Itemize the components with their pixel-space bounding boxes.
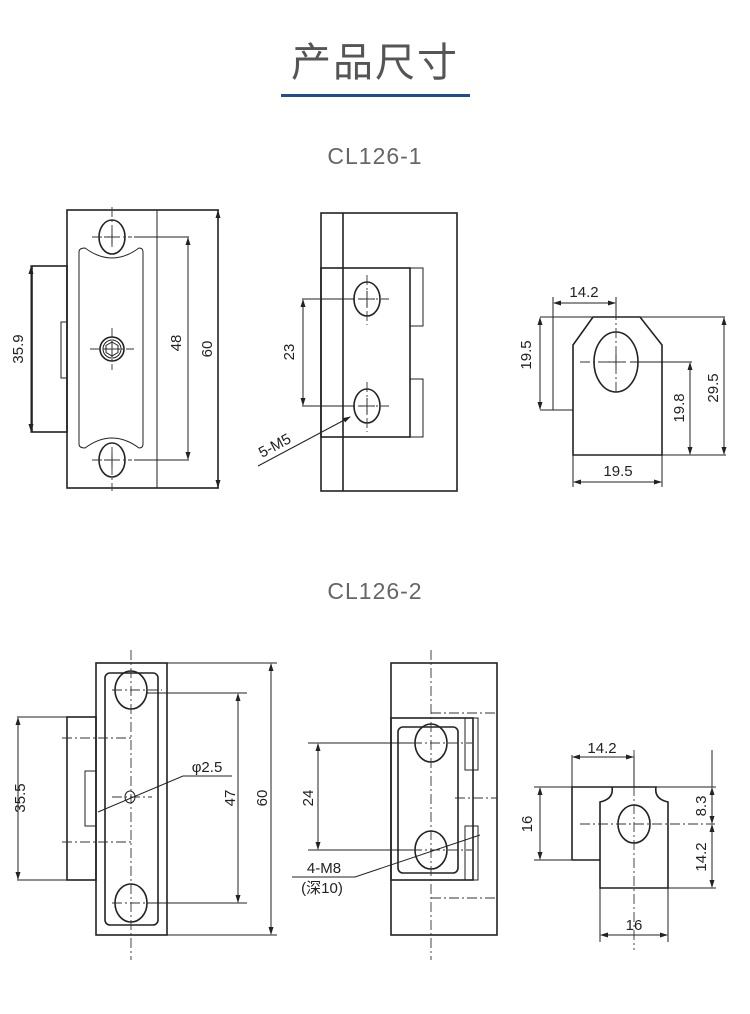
thread-depth: (深10)	[301, 880, 343, 897]
dim-center-height: 19.8	[671, 393, 688, 422]
dim-top-width: 14.2	[569, 284, 598, 301]
dim-top-width: 14.2	[587, 740, 616, 757]
dim-flange-height: 35.9	[10, 334, 27, 363]
model-label-cl126-2: CL126-2	[327, 578, 423, 604]
page-title: 产品尺寸	[291, 40, 459, 86]
dim-hole-pitch: 48	[168, 335, 185, 352]
dim-bottom-width: 19.5	[603, 463, 632, 480]
title-underline	[281, 94, 470, 97]
cl126-2-front-view: 35.5 φ2.5 47 60	[12, 650, 277, 960]
dim-pin-diameter: φ2.5	[192, 759, 223, 776]
dim-bottom-width: 16	[626, 917, 643, 934]
dim-overall-height: 29.5	[705, 373, 722, 402]
dim-hole-spacing: 23	[281, 344, 298, 361]
thread-callout: 4-M8	[307, 860, 341, 877]
dim-upper-height: 8.3	[693, 796, 710, 817]
cl126-2-top-view: 14.2 16 8.3 14.2 16	[519, 740, 716, 950]
cl126-2-side-view: 24 4-M8 (深10)	[292, 650, 498, 960]
dim-flange-height: 35.5	[12, 783, 29, 812]
dim-total-height: 60	[254, 790, 271, 807]
dim-left-height: 19.5	[518, 340, 535, 369]
dim-left-height: 16	[519, 816, 536, 833]
cl126-1-side-view: 23 5-M5	[256, 212, 458, 492]
dim-total-height: 60	[199, 341, 216, 358]
dim-hole-pitch: 47	[222, 790, 239, 807]
cl126-1-top-view: 14.2 19.5 19.8 29.5 19.5	[518, 284, 727, 487]
model-label-cl126-1: CL126-1	[327, 143, 423, 169]
cl126-1-front-view: 35.9 48 60	[10, 207, 221, 491]
dim-lower-height: 14.2	[693, 842, 710, 871]
dim-hole-spacing: 24	[300, 790, 317, 807]
